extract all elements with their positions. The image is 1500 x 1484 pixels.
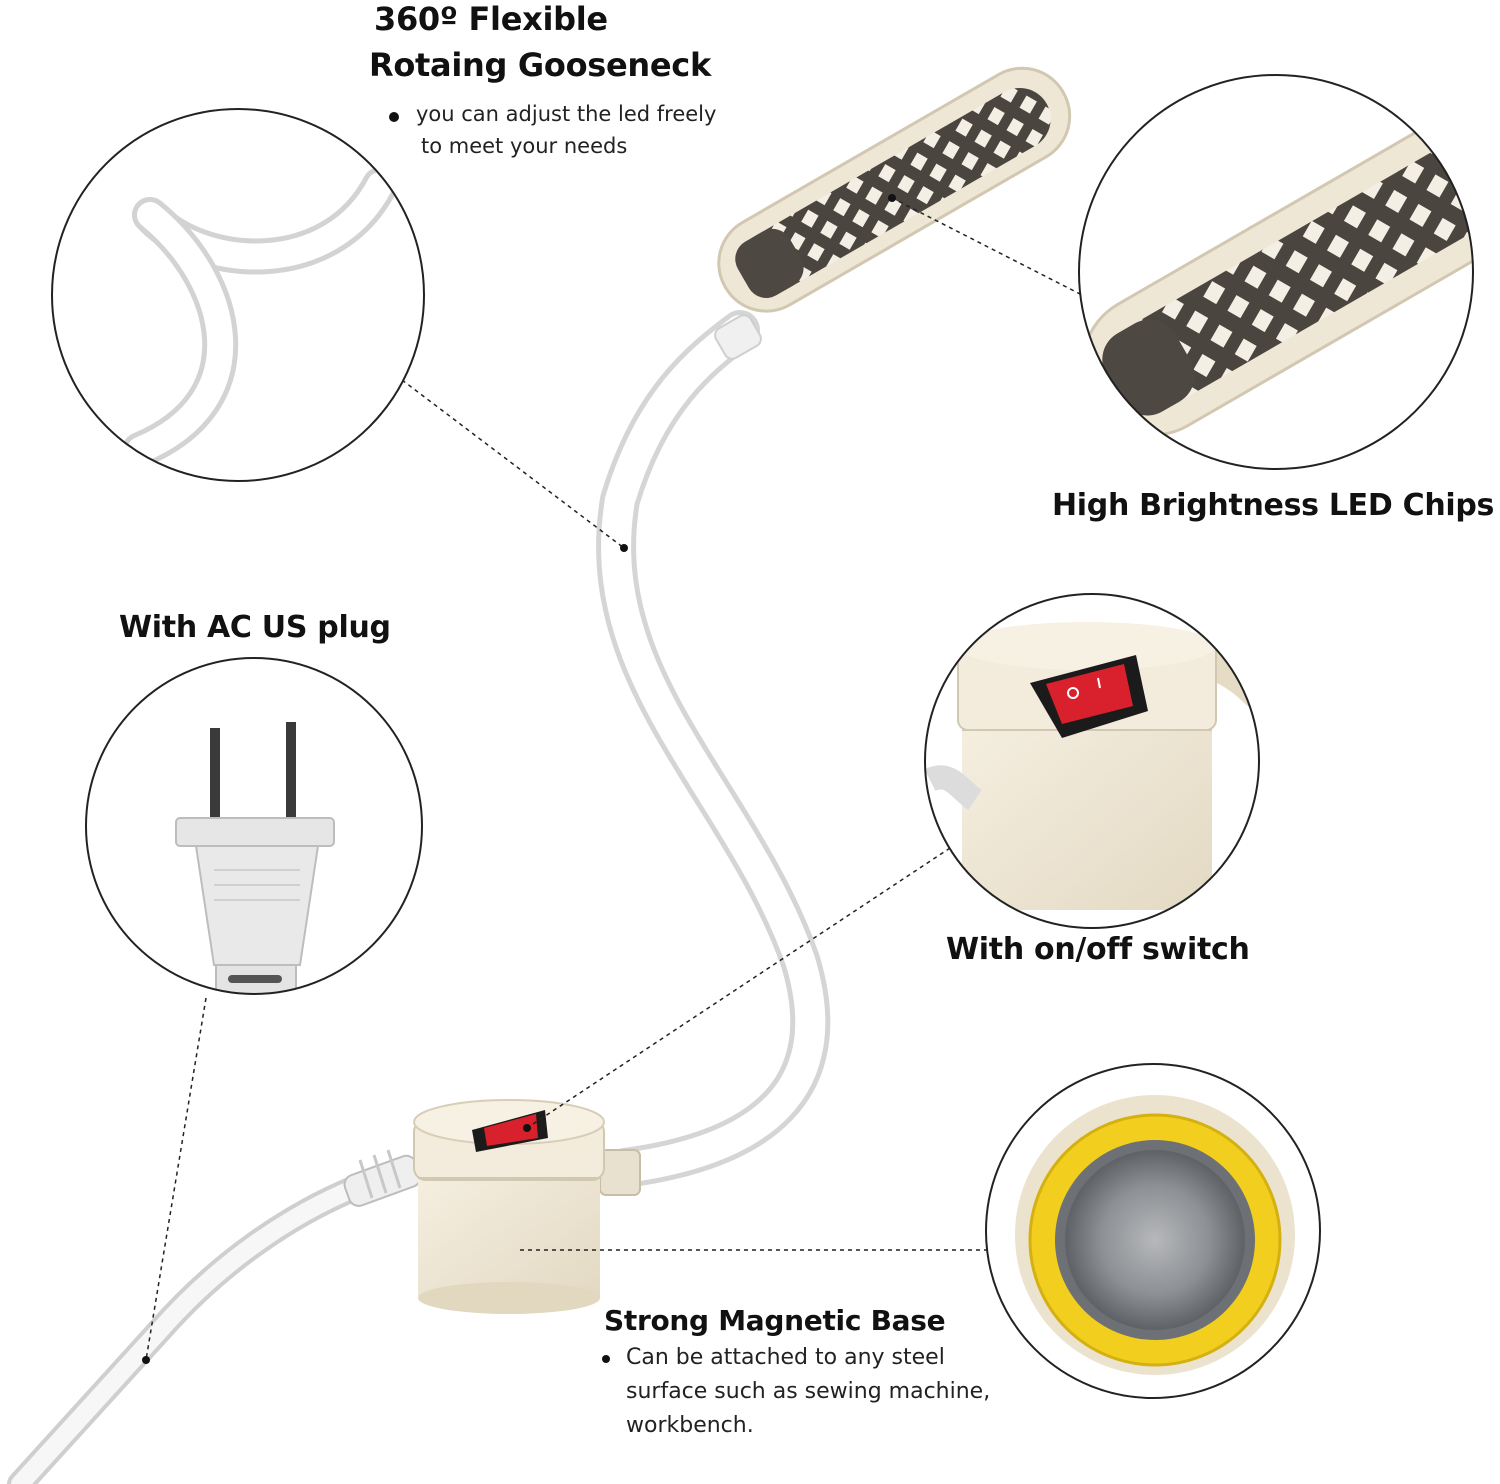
gooseneck-desc-line2: to meet your needs xyxy=(421,134,628,158)
gooseneck-title-line2: Rotaing Gooseneck xyxy=(369,46,711,84)
magnet-desc-line3: workbench. xyxy=(626,1413,754,1438)
switch-title: With on/off switch xyxy=(946,932,1250,967)
bullet-icon xyxy=(389,112,399,122)
main-lamp xyxy=(7,66,1072,1484)
magnet-desc-line2: surface such as sewing machine, xyxy=(626,1379,991,1404)
bullet-icon xyxy=(602,1355,610,1363)
gooseneck-desc-line1: you can adjust the led freely xyxy=(416,102,717,126)
rocker-switch xyxy=(472,1110,548,1152)
gooseneck-title-line1: 360º Flexible xyxy=(374,0,608,38)
lamp-head xyxy=(717,66,1072,313)
callout-dot xyxy=(142,1356,150,1364)
detail-switch xyxy=(924,593,1260,929)
strain-relief xyxy=(343,1149,422,1207)
callout-dot xyxy=(888,194,896,202)
detail-led xyxy=(1078,74,1474,470)
detail-plug xyxy=(85,657,423,995)
magnet-title: Strong Magnetic Base xyxy=(604,1304,946,1337)
callout-dot xyxy=(523,1124,531,1132)
detail-magnet xyxy=(985,1063,1321,1399)
callout-dot xyxy=(620,544,628,552)
detail-gooseneck xyxy=(51,108,425,482)
led-title: High Brightness LED Chips xyxy=(1052,488,1495,523)
plug-title: With AC US plug xyxy=(119,610,391,645)
magnet-desc-line1: Can be attached to any steel xyxy=(626,1345,945,1370)
callout-lines xyxy=(145,197,1083,1361)
